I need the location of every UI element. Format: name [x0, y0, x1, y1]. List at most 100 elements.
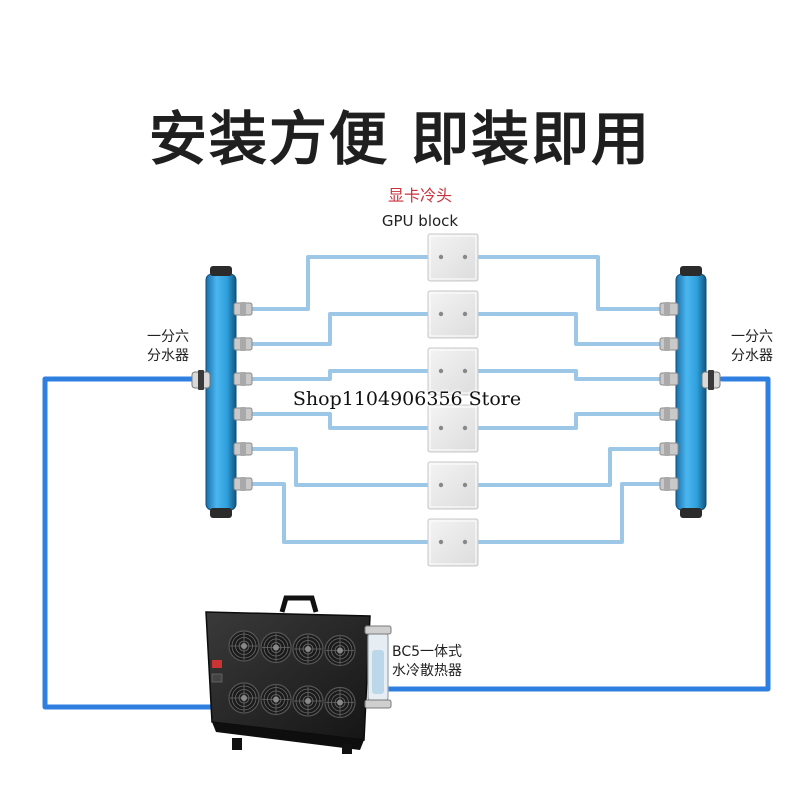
fan-hub — [241, 695, 247, 701]
branch-tube-left — [246, 412, 443, 430]
gpu-block-highlight — [429, 349, 477, 394]
fan-hub — [337, 647, 343, 654]
fan-hub — [273, 696, 279, 703]
headline: 安装方便 即装即用 — [148, 105, 652, 173]
power-socket — [211, 673, 223, 683]
gpu-block — [427, 290, 479, 339]
gpu-block-body — [427, 290, 479, 339]
gpu-block — [427, 518, 479, 567]
manifold-group — [191, 266, 721, 518]
manifold-bottom-cap — [210, 508, 232, 518]
branch-tubes — [246, 255, 664, 544]
gpu-block-group — [427, 233, 479, 567]
gpu-block-body — [427, 233, 479, 282]
gpu-block-label-cn: 显卡冷头 — [387, 186, 452, 205]
gpu-block-highlight — [429, 406, 477, 451]
inlet-nut — [708, 370, 714, 390]
radiator-foot — [232, 738, 242, 750]
power-switch — [212, 660, 222, 668]
manifold-bottom-cap — [680, 508, 702, 518]
radiator-fan — [292, 685, 324, 717]
branch-tube-left — [246, 447, 443, 487]
manifold-right-label-line1: 一分六 — [731, 329, 773, 345]
fitting-nut — [664, 477, 670, 491]
gpu-block-port-out — [462, 254, 468, 260]
branch-tube-right — [463, 255, 664, 311]
manifold-body — [675, 273, 707, 511]
radiator-unit — [205, 595, 392, 754]
gpu-block-body — [427, 518, 479, 567]
gpu-block — [427, 404, 479, 453]
manifold-left-label: 一分六 分水器 — [128, 328, 208, 366]
manifold-body — [205, 273, 237, 511]
radiator-fan — [292, 633, 324, 665]
radiator-fan — [228, 682, 260, 714]
branch-tube-right — [463, 369, 664, 381]
radiator-fan — [324, 686, 356, 719]
gpu-block-highlight — [429, 292, 477, 337]
gpu-block-port-in — [438, 368, 444, 374]
gpu-block-body — [427, 404, 479, 453]
gpu-block-port-in — [438, 425, 444, 431]
manifold-left-label-line2: 分水器 — [147, 348, 189, 364]
fan-hub — [241, 643, 247, 649]
radiator-fan — [228, 630, 260, 662]
manifold-left — [191, 266, 253, 518]
fan-hub — [273, 644, 279, 651]
branch-tube-right — [463, 447, 664, 487]
gpu-block — [427, 347, 479, 396]
branch-tube-left — [246, 312, 443, 346]
fan-hub — [305, 646, 311, 652]
fitting-nut — [664, 337, 670, 351]
branch-tube-left — [246, 482, 443, 544]
radiator-foot — [342, 744, 352, 754]
gpu-block-port-in — [438, 539, 444, 545]
radiator-label-line1: BC5一体式 — [392, 644, 463, 660]
fitting-nut — [664, 407, 670, 421]
gpu-block-highlight — [429, 463, 477, 508]
gpu-block-highlight — [429, 520, 477, 565]
reservoir-liquid — [372, 650, 384, 694]
gpu-block-port-out — [462, 425, 468, 431]
gpu-block-port-in — [438, 311, 444, 317]
gpu-block-port-in — [438, 254, 444, 260]
gpu-block — [427, 233, 479, 282]
radiator-label: BC5一体式 水冷散热器 — [392, 643, 512, 681]
gpu-block-port-out — [462, 311, 468, 317]
fitting-nut — [240, 302, 246, 316]
manifold-top-cap — [680, 266, 702, 276]
fitting-nut — [664, 372, 670, 386]
fan-hub — [337, 699, 343, 706]
reservoir-cap — [364, 625, 392, 635]
radiator-label-line2: 水冷散热器 — [392, 663, 462, 679]
inlet-nut — [198, 370, 204, 390]
manifold-left-label-line1: 一分六 — [147, 329, 189, 345]
branch-tube-right — [463, 412, 664, 430]
radiator-fan — [324, 634, 356, 667]
fitting-nut — [240, 442, 246, 456]
gpu-block-body — [427, 347, 479, 396]
fitting-nut — [664, 442, 670, 456]
gpu-block — [427, 461, 479, 510]
fitting-nut — [240, 477, 246, 491]
fan-hub — [305, 698, 311, 704]
gpu-block-body — [427, 461, 479, 510]
radiator-base — [212, 722, 364, 750]
fitting-nut — [664, 302, 670, 316]
radiator-body — [205, 611, 371, 741]
manifold-top-cap — [210, 266, 232, 276]
gpu-block-highlight — [429, 235, 477, 280]
fitting-nut — [240, 407, 246, 421]
fitting-nut — [240, 372, 246, 386]
main-tube-right — [369, 376, 771, 692]
branch-tube-left — [246, 255, 443, 311]
fitting-nut — [240, 337, 246, 351]
gpu-block-port-out — [462, 539, 468, 545]
branch-tube-right — [463, 482, 664, 544]
manifold-right — [659, 266, 721, 518]
gpu-block-label-en: GPU block — [381, 212, 459, 230]
manifold-right-label: 一分六 分水器 — [712, 328, 792, 366]
gpu-block-port-in — [438, 482, 444, 488]
